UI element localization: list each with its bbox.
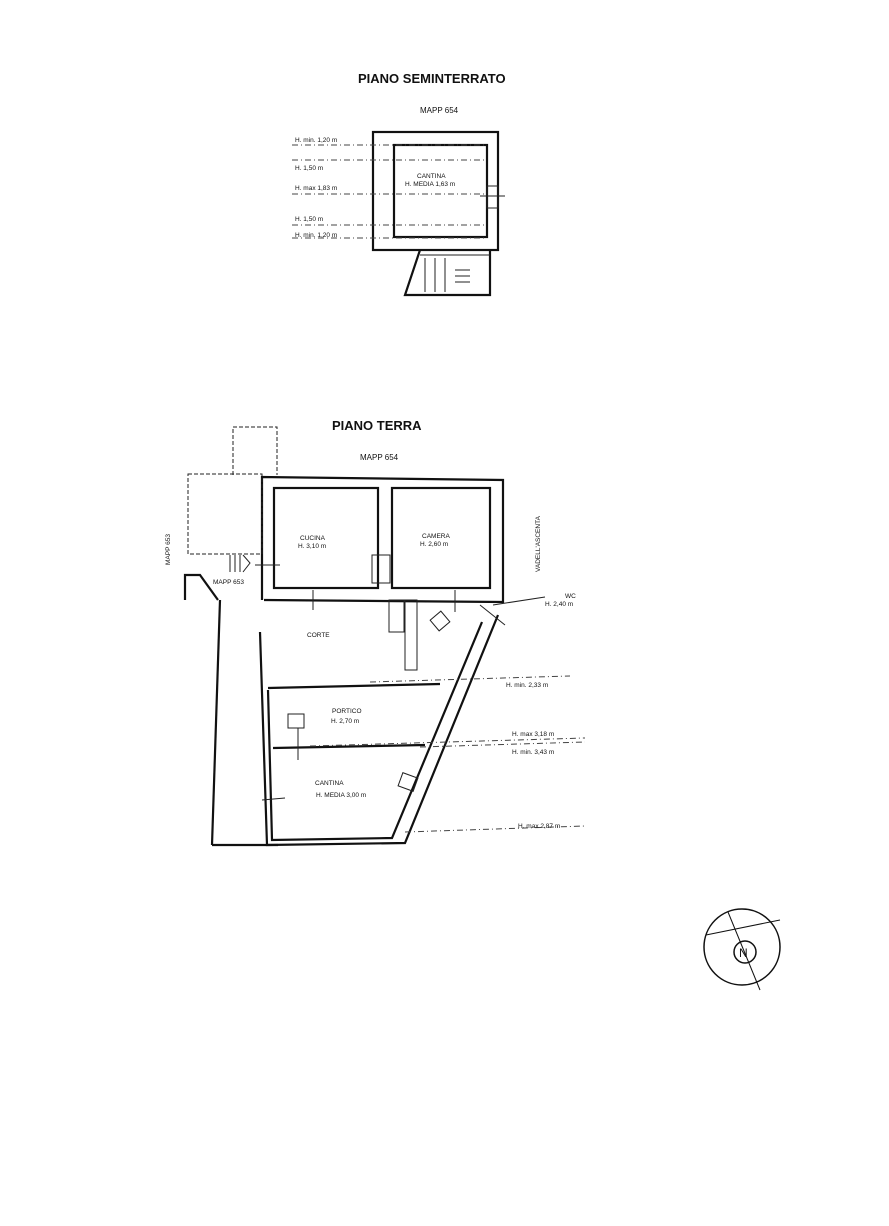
terra-mapp-top: MAPP 654: [360, 453, 399, 462]
compass-label: N: [739, 946, 748, 960]
seminterrato-title: PIANO SEMINTERRATO: [358, 71, 506, 86]
terra-mapp-left: MAPP 653: [165, 534, 172, 565]
level-label: H. 1,50 m: [295, 216, 323, 223]
room-name: WC: [565, 593, 576, 600]
room-height: H. 2,60 m: [420, 541, 448, 548]
room-height: H. 3,10 m: [298, 543, 326, 550]
level-label: H. min. 2,33 m: [506, 682, 548, 689]
terra-mapp-inner: MAPP 653: [213, 579, 244, 586]
seminterrato-level-lines: [292, 144, 485, 239]
room-height: H. MEDIA 3,00 m: [316, 792, 366, 799]
level-label: H. max 3,18 m: [512, 731, 554, 738]
room-name: CUCINA: [300, 535, 326, 542]
level-label: H. min. 1,20 m: [295, 232, 337, 239]
level-label: H. min. 1,20 m: [295, 137, 337, 144]
room-name: CORTE: [307, 632, 330, 639]
level-label: H. max 1,83 m: [295, 185, 337, 192]
street-label: VADELL'ASCENTA: [535, 515, 542, 572]
level-label: H. max 2,87 m: [518, 823, 560, 830]
room-name: PORTICO: [332, 708, 362, 715]
room-name: CANTINA: [417, 173, 446, 180]
room-height: H. 2,40 m: [545, 601, 573, 608]
seminterrato-mapp: MAPP 654: [420, 106, 459, 115]
room-name: CAMERA: [422, 533, 450, 540]
room-name: CANTINA: [315, 780, 344, 787]
terra-title: PIANO TERRA: [332, 418, 422, 433]
room-height: H. 2,70 m: [331, 718, 359, 725]
north-compass-icon: N: [703, 908, 781, 991]
level-label: H. min. 3,43 m: [512, 749, 554, 756]
level-label: H. 1,50 m: [295, 165, 323, 172]
seminterrato-walls: [371, 130, 505, 297]
terra-walls: [183, 426, 546, 847]
terra-level-lines: [309, 675, 586, 833]
room-height: H. MEDIA 1,63 m: [405, 181, 455, 188]
